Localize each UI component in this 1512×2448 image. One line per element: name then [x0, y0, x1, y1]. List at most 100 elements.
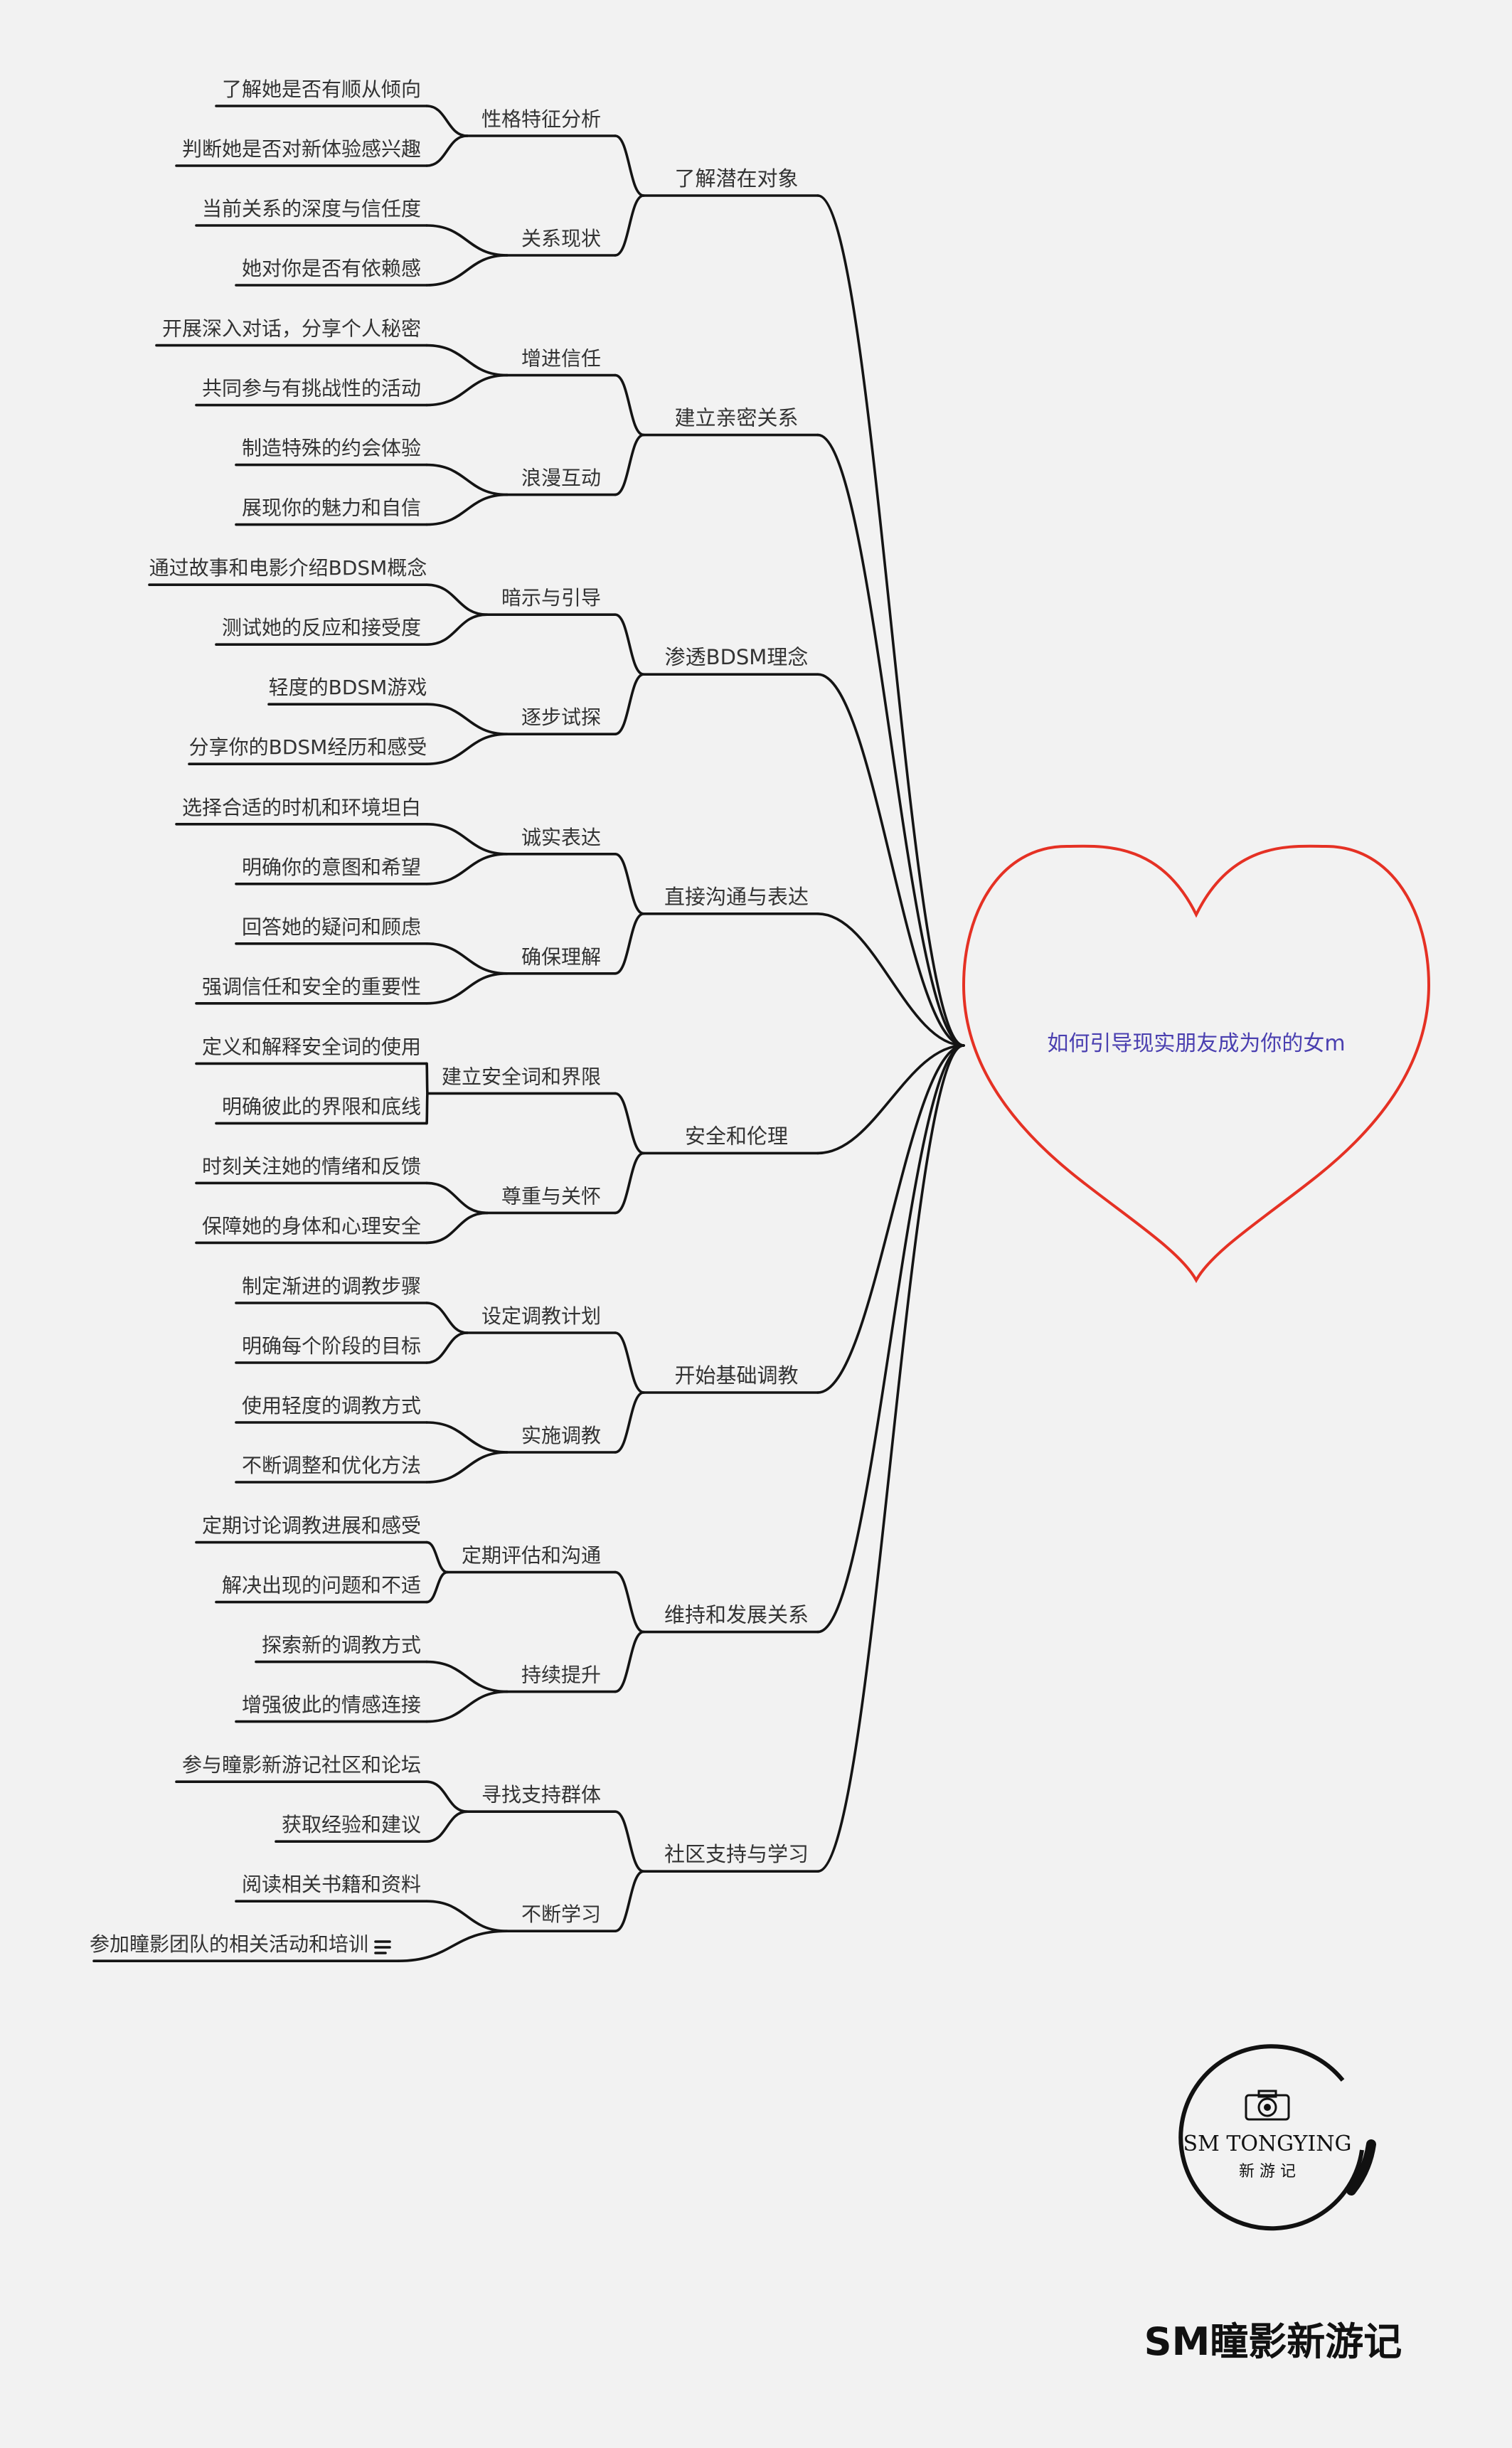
- branch-label-0[interactable]: 了解潜在对象: [674, 166, 798, 191]
- sub-label-3-0[interactable]: 诚实表达: [521, 826, 601, 849]
- leaf-label-7-0-0[interactable]: 参与瞳影新游记社区和论坛: [182, 1753, 421, 1777]
- logo-text-sub: 新 游 记: [1239, 2163, 1296, 2181]
- sub-label-7-0[interactable]: 寻找支持群体: [481, 1783, 601, 1806]
- leaf-label-0-1-0[interactable]: 当前关系的深度与信任度: [202, 197, 421, 220]
- sub-label-2-1[interactable]: 逐步试探: [521, 706, 601, 729]
- branch-label-3[interactable]: 直接沟通与表达: [664, 885, 809, 909]
- connector-sub-7-0-to-leaf-0: [425, 1780, 469, 1813]
- connector-sub-6-1-to-leaf-0: [425, 1660, 509, 1693]
- leaf-label-5-1-0[interactable]: 使用轻度的调教方式: [242, 1394, 421, 1417]
- branch-label-5[interactable]: 开始基础调教: [674, 1363, 798, 1388]
- connector-sub-7-0-to-leaf-1: [425, 1810, 469, 1843]
- sub-label-5-0[interactable]: 设定调教计划: [481, 1304, 601, 1328]
- sub-label-4-0[interactable]: 建立安全词和界限: [442, 1065, 601, 1088]
- connector-sub-5-0-to-leaf-1: [425, 1331, 469, 1364]
- leaf-label-2-0-0[interactable]: 通过故事和电影介绍BDSM概念: [149, 556, 427, 580]
- leaf-label-6-0-0[interactable]: 定期讨论调教进展和感受: [202, 1514, 421, 1538]
- note-lines-icon[interactable]: [374, 1940, 391, 1954]
- connector-branch-1-to-sub-0: [614, 373, 645, 437]
- connector-sub-5-0-to-leaf-0: [425, 1302, 469, 1334]
- connector-sub-6-1-to-leaf-1: [425, 1690, 509, 1723]
- leaf-label-7-1-0[interactable]: 阅读相关书籍和资料: [242, 1873, 421, 1896]
- connector-branch-7-to-sub-0: [614, 1810, 645, 1873]
- leaf-label-6-1-0[interactable]: 探索新的调教方式: [262, 1634, 421, 1657]
- connector-sub-1-0-to-leaf-1: [425, 373, 509, 407]
- connector-layer: [92, 105, 965, 1962]
- brand-logo: SM TONGYING 新 游 记: [1178, 2044, 1376, 2231]
- connector-branch-3-to-sub-1: [614, 912, 645, 975]
- branch-label-7[interactable]: 社区支持与学习: [664, 1842, 809, 1866]
- leaf-label-0-0-0[interactable]: 了解她是否有顺从倾向: [222, 78, 421, 101]
- brand-title: SM瞳影新游记: [1144, 2319, 1402, 2364]
- connector-sub-0-0-to-leaf-1: [425, 134, 469, 167]
- leaf-label-1-0-0[interactable]: 开展深入对话，分享个人秘密: [162, 317, 421, 341]
- branch-label-4[interactable]: 安全和伦理: [685, 1124, 788, 1148]
- connector-branch-1-to-sub-1: [614, 433, 645, 496]
- connector-center-to-branch-6: [816, 1044, 965, 1634]
- leaf-label-2-1-0[interactable]: 轻度的BDSM游戏: [269, 676, 427, 699]
- leaf-label-7-1-1[interactable]: 参加瞳影团队的相关活动和培训: [90, 1932, 368, 1956]
- leaf-label-3-1-0[interactable]: 回答她的疑问和顾虑: [242, 915, 421, 939]
- sub-label-0-1[interactable]: 关系现状: [521, 227, 601, 250]
- sub-label-1-0[interactable]: 增进信任: [521, 347, 601, 371]
- camera-icon: [1245, 2090, 1290, 2121]
- connector-sub-4-1-to-leaf-0: [425, 1181, 489, 1215]
- center-heart-shape: [962, 844, 1431, 1284]
- connector-branch-4-to-sub-0: [614, 1092, 645, 1155]
- branch-label-2[interactable]: 渗透BDSM理念: [665, 645, 809, 669]
- connector-center-to-branch-2: [816, 673, 965, 1047]
- leaf-label-4-0-0[interactable]: 定义和解释安全词的使用: [202, 1035, 421, 1058]
- connector-branch-2-to-sub-0: [614, 613, 645, 676]
- connector-sub-5-1-to-leaf-1: [425, 1451, 509, 1484]
- sub-label-7-1[interactable]: 不断学习: [521, 1902, 601, 1926]
- connector-sub-1-1-to-leaf-1: [425, 493, 509, 526]
- leaf-label-5-0-1[interactable]: 明确每个阶段的目标: [242, 1334, 421, 1358]
- connector-sub-0-1-to-leaf-1: [425, 254, 509, 287]
- sub-label-5-1[interactable]: 实施调教: [521, 1424, 601, 1447]
- sub-label-1-1[interactable]: 浪漫互动: [521, 467, 601, 490]
- sub-label-4-1[interactable]: 尊重与关怀: [501, 1184, 601, 1208]
- connector-center-to-branch-1: [816, 433, 965, 1047]
- leaf-label-3-0-1[interactable]: 明确你的意图和希望: [242, 856, 421, 879]
- leaf-label-6-1-1[interactable]: 增强彼此的情感连接: [242, 1693, 421, 1717]
- connector-branch-0-to-sub-0: [614, 134, 645, 197]
- branch-label-6[interactable]: 维持和发展关系: [664, 1603, 809, 1627]
- leaf-label-5-0-0[interactable]: 制定渐进的调教步骤: [242, 1274, 421, 1298]
- sub-label-3-1[interactable]: 确保理解: [521, 945, 601, 969]
- leaf-label-4-1-0[interactable]: 时刻关注她的情绪和反馈: [202, 1154, 421, 1178]
- leaf-label-1-1-0[interactable]: 制造特殊的约会体验: [242, 437, 421, 460]
- leaf-label-6-0-1[interactable]: 解决出现的问题和不适: [222, 1574, 421, 1597]
- connector-branch-6-to-sub-0: [614, 1570, 645, 1634]
- logo-text-main: SM TONGYING: [1183, 2132, 1352, 2156]
- center-topic-label[interactable]: 如何引导现实朋友成为你的女m: [1047, 1031, 1345, 1056]
- leaf-label-4-0-1[interactable]: 明确彼此的界限和底线: [222, 1095, 421, 1118]
- leaf-label-4-1-1[interactable]: 保障她的身体和心理安全: [202, 1214, 421, 1238]
- leaf-label-3-1-1[interactable]: 强调信任和安全的重要性: [202, 975, 421, 999]
- leaf-label-1-1-1[interactable]: 展现你的魅力和自信: [242, 496, 421, 520]
- leaf-label-2-1-1[interactable]: 分享你的BDSM经历和感受: [189, 735, 427, 759]
- leaf-label-0-1-1[interactable]: 她对你是否有依赖感: [242, 257, 421, 280]
- logo-ring-accent: [1346, 2139, 1376, 2196]
- branch-label-1[interactable]: 建立亲密关系: [674, 406, 798, 430]
- leaf-label-3-0-0[interactable]: 选择合适的时机和环境坦白: [182, 796, 421, 819]
- connector-sub-3-0-to-leaf-0: [425, 823, 509, 856]
- leaf-label-2-0-1[interactable]: 测试她的反应和接受度: [222, 616, 421, 639]
- connector-sub-1-0-to-leaf-0: [425, 344, 509, 377]
- connector-sub-3-0-to-leaf-1: [425, 853, 509, 885]
- leaf-label-0-0-1[interactable]: 判断她是否对新体验感兴趣: [182, 137, 421, 161]
- sub-label-6-1[interactable]: 持续提升: [521, 1664, 601, 1687]
- sub-label-0-0[interactable]: 性格特征分析: [481, 107, 601, 131]
- connector-sub-6-0-to-leaf-1: [425, 1570, 449, 1604]
- connector-sub-7-1-to-leaf-0: [425, 1900, 509, 1932]
- sub-label-6-0[interactable]: 定期评估和沟通: [462, 1544, 601, 1568]
- sub-label-2-0[interactable]: 暗示与引导: [501, 586, 601, 610]
- connector-sub-2-1-to-leaf-1: [425, 733, 509, 765]
- leaf-label-5-1-1[interactable]: 不断调整和优化方法: [242, 1454, 421, 1477]
- leaf-label-7-0-1[interactable]: 获取经验和建议: [282, 1813, 421, 1836]
- connector-sub-3-1-to-leaf-1: [425, 972, 509, 1005]
- leaf-label-1-0-1[interactable]: 共同参与有挑战性的活动: [202, 377, 421, 400]
- connector-sub-1-1-to-leaf-0: [425, 463, 509, 496]
